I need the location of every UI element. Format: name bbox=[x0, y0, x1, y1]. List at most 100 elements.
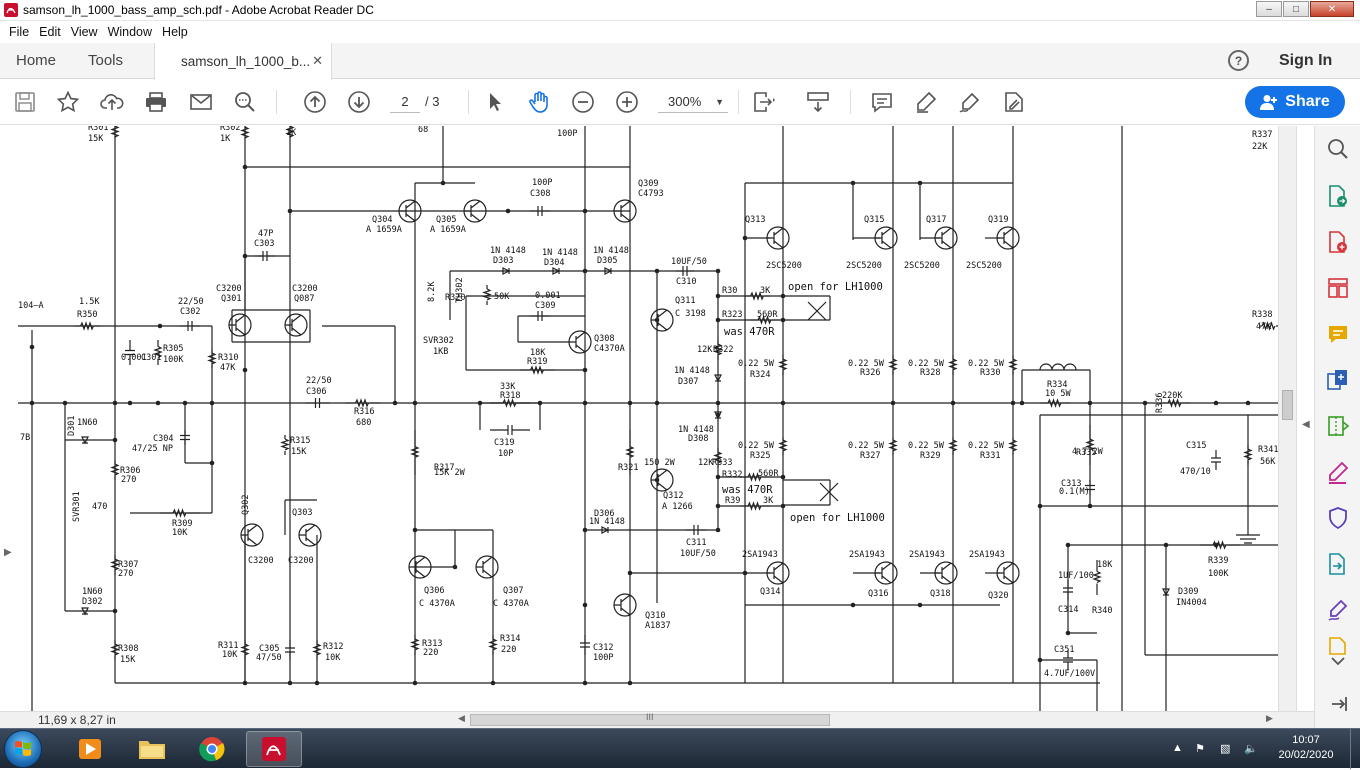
resistor bbox=[1212, 540, 1227, 550]
comment-panel-icon[interactable] bbox=[1326, 322, 1350, 346]
expand-left-icon[interactable]: ▶ bbox=[4, 547, 12, 558]
resistor bbox=[207, 352, 217, 365]
maximize-button[interactable]: □ bbox=[1283, 1, 1309, 17]
minimize-button[interactable]: – bbox=[1256, 1, 1282, 17]
component-label: 2SA1943 bbox=[909, 550, 945, 560]
schematic-junction bbox=[157, 323, 163, 329]
taskbar-media-player[interactable] bbox=[62, 731, 118, 767]
protect-shield-icon[interactable] bbox=[1326, 506, 1350, 530]
upload-icon[interactable] bbox=[100, 90, 124, 114]
save-icon[interactable] bbox=[13, 90, 37, 114]
more-tools-icon[interactable] bbox=[1326, 636, 1350, 660]
component-label: R336 bbox=[1155, 393, 1165, 413]
tray-expand-icon[interactable]: ▲ bbox=[1172, 742, 1183, 754]
component-label: 0.22 5W bbox=[738, 359, 775, 369]
menu-edit[interactable]: Edit bbox=[39, 25, 61, 39]
compress-pdf-icon[interactable] bbox=[1326, 414, 1350, 438]
schematic-junction bbox=[112, 608, 118, 614]
right-tools-panel bbox=[1314, 126, 1360, 728]
component-label: R327 bbox=[860, 451, 880, 461]
resistor bbox=[625, 445, 635, 459]
highlight-pen-icon[interactable] bbox=[914, 90, 938, 114]
select-cursor-icon[interactable] bbox=[483, 90, 507, 114]
schematic-junction bbox=[412, 680, 418, 686]
comment-icon[interactable] bbox=[870, 90, 894, 114]
zoom-in-icon[interactable] bbox=[615, 90, 639, 114]
page-number-input[interactable]: 2 bbox=[390, 91, 420, 113]
zoom-select[interactable]: 300% ▼ bbox=[658, 91, 728, 113]
menu-window[interactable]: Window bbox=[107, 25, 153, 39]
combine-files-icon[interactable] bbox=[1326, 368, 1350, 392]
transistor bbox=[241, 524, 258, 546]
scroll-left-icon[interactable]: ◀ bbox=[458, 713, 465, 723]
close-window-button[interactable]: ✕ bbox=[1310, 1, 1354, 17]
close-tab-icon[interactable]: ✕ bbox=[312, 53, 323, 68]
taskbar-chrome[interactable] bbox=[184, 731, 240, 767]
fit-page-icon[interactable] bbox=[752, 90, 776, 114]
component-label: 560R bbox=[757, 310, 778, 320]
zoom-search-icon[interactable] bbox=[233, 90, 257, 114]
menu-view[interactable]: View bbox=[70, 25, 98, 39]
volume-icon[interactable]: 🔈 bbox=[1244, 743, 1258, 755]
network-icon[interactable]: ▧ bbox=[1220, 743, 1231, 755]
component-label: 270 bbox=[121, 475, 136, 485]
search-panel-icon[interactable] bbox=[1326, 137, 1350, 161]
resistor bbox=[110, 126, 120, 138]
help-icon[interactable]: ? bbox=[1228, 50, 1249, 71]
prev-page-icon[interactable] bbox=[303, 90, 327, 114]
print-icon[interactable] bbox=[144, 90, 168, 114]
taskbar-acrobat[interactable] bbox=[246, 731, 302, 767]
component-label: R310 bbox=[218, 353, 238, 363]
action-center-flag-icon[interactable]: ⚑ bbox=[1195, 743, 1205, 755]
menu-file[interactable]: File bbox=[9, 25, 30, 39]
component-label: was 470R bbox=[722, 484, 773, 496]
transistor bbox=[299, 524, 316, 546]
component-label: 100P bbox=[557, 129, 577, 139]
capacitor bbox=[1063, 587, 1073, 593]
create-pdf-icon[interactable] bbox=[1326, 230, 1350, 254]
right-panel-toggle[interactable]: ◀ bbox=[1296, 126, 1314, 711]
scroll-right-icon[interactable]: ▶ bbox=[1266, 713, 1273, 723]
organize-pages-icon[interactable] bbox=[1326, 276, 1350, 300]
chevron-down-icon[interactable] bbox=[1326, 654, 1350, 670]
edit-pdf-icon[interactable] bbox=[1326, 460, 1350, 484]
start-button[interactable] bbox=[4, 730, 42, 768]
resistor bbox=[529, 365, 545, 375]
schematic-junction bbox=[314, 680, 320, 686]
email-icon[interactable] bbox=[189, 90, 213, 114]
tab-document[interactable]: samson_lh_1000_b... ✕ bbox=[154, 43, 332, 80]
sign-in-link[interactable]: Sign In bbox=[1279, 52, 1333, 69]
star-icon[interactable] bbox=[56, 90, 80, 114]
component-label: R325 bbox=[750, 451, 770, 461]
next-page-icon[interactable] bbox=[347, 90, 371, 114]
zoom-out-icon[interactable] bbox=[571, 90, 595, 114]
show-desktop-button[interactable] bbox=[1350, 729, 1360, 769]
draw-icon[interactable] bbox=[958, 90, 982, 114]
schematic-junction bbox=[29, 400, 35, 406]
schematic-junction bbox=[1010, 400, 1016, 406]
vertical-scroll-thumb[interactable] bbox=[1282, 390, 1293, 420]
fill-sign-icon[interactable] bbox=[1002, 90, 1026, 114]
tab-tools[interactable]: Tools bbox=[88, 52, 124, 69]
hand-icon[interactable] bbox=[527, 90, 551, 114]
collapse-right-icon[interactable]: ◀ bbox=[1302, 419, 1310, 430]
component-label: TH302 bbox=[455, 277, 465, 303]
horizontal-scroll-thumb[interactable]: III bbox=[470, 712, 830, 726]
taskbar-explorer[interactable] bbox=[124, 731, 180, 767]
title-bar: samson_lh_1000_bass_amp_sch.pdf - Adobe … bbox=[0, 0, 1360, 21]
fill-sign-panel-icon[interactable] bbox=[1326, 598, 1350, 622]
share-button[interactable]: Share bbox=[1245, 86, 1345, 118]
export-pdf-icon[interactable] bbox=[1326, 184, 1350, 208]
tab-home[interactable]: Home bbox=[16, 52, 57, 69]
menu-help[interactable]: Help bbox=[162, 25, 188, 39]
system-clock[interactable]: 10:07 20/02/2020 bbox=[1278, 733, 1334, 763]
vertical-scrollbar[interactable] bbox=[1278, 126, 1296, 711]
component-label: A1837 bbox=[645, 621, 671, 631]
scroll-mode-icon[interactable] bbox=[806, 90, 830, 114]
collapse-panel-icon[interactable] bbox=[1326, 694, 1350, 714]
component-label: 2SC5200 bbox=[904, 261, 940, 271]
schematic-junction bbox=[537, 400, 543, 406]
export-convert-icon[interactable] bbox=[1326, 552, 1350, 576]
component-label: R314 bbox=[500, 634, 520, 644]
